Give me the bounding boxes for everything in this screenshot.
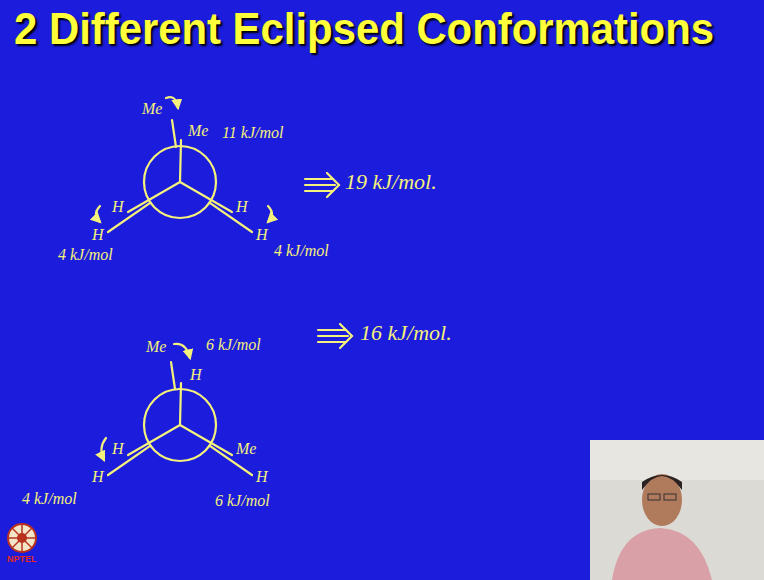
energy-label: 4 kJ/mol: [58, 246, 113, 264]
slide-title: 2 Different Eclipsed Conformations: [14, 4, 714, 54]
front-bond: [180, 425, 232, 455]
presenter-video: [590, 440, 764, 580]
total-energy: 16 kJ/mol.: [360, 321, 452, 345]
interaction-arrow: [268, 206, 272, 222]
nptel-logo: [8, 524, 36, 552]
substituent-label: Me: [188, 122, 208, 140]
energy-label: 6 kJ/mol: [215, 492, 270, 510]
substituent-label: H: [92, 468, 104, 486]
substituent-label: H: [190, 366, 202, 384]
interaction-arrow: [96, 206, 100, 222]
logo-text: NPTEL: [7, 555, 37, 565]
substituent-label: Me: [146, 338, 166, 356]
energy-label: 4 kJ/mol: [274, 242, 329, 260]
total-energy: 19 kJ/mol.: [345, 170, 437, 194]
energy-label: 11 kJ/mol: [222, 124, 283, 142]
substituent-label: Me: [142, 100, 162, 118]
back-bond: [172, 120, 176, 147]
substituent-label: H: [256, 226, 268, 244]
substituent-label: H: [112, 440, 124, 458]
substituent-label: H: [256, 468, 268, 486]
substituent-label: H: [92, 226, 104, 244]
front-bond: [128, 182, 180, 212]
energy-label: 6 kJ/mol: [206, 336, 261, 354]
implies-arrow: [318, 324, 352, 348]
interaction-arrow: [166, 97, 178, 108]
interaction-arrow: [174, 344, 190, 358]
front-bond: [128, 425, 180, 455]
front-bond: [180, 140, 181, 182]
substituent-label: H: [236, 198, 248, 216]
front-bond: [180, 383, 181, 425]
implies-arrow: [305, 173, 339, 197]
interaction-arrow: [101, 438, 106, 460]
back-bond: [171, 362, 175, 389]
front-bond: [180, 182, 232, 212]
energy-label: 4 kJ/mol: [22, 490, 77, 508]
substituent-label: H: [112, 198, 124, 216]
substituent-label: Me: [236, 440, 256, 458]
